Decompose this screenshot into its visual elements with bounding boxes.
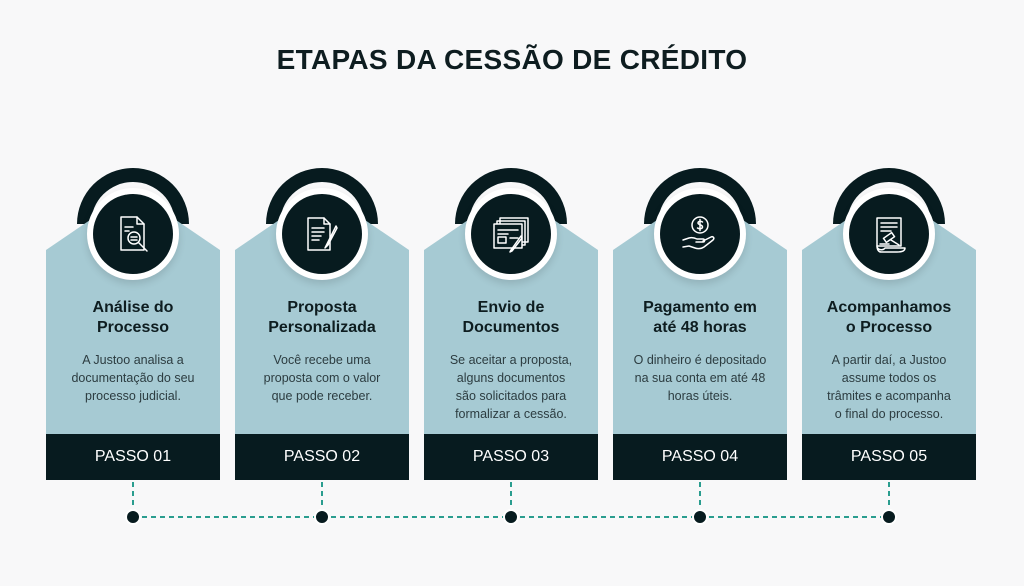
timeline-dot bbox=[314, 509, 330, 525]
arc-decoration bbox=[644, 168, 756, 224]
step-description: Se aceitar a proposta, alguns documentos… bbox=[449, 353, 573, 421]
step-card: Acompanhamos o Processo A partir daí, a … bbox=[802, 150, 976, 482]
step-icon-circle bbox=[471, 194, 551, 274]
step-description: A Justoo analisa a documentação do seu p… bbox=[71, 353, 195, 403]
step-card: Envio de Documentos Se aceitar a propost… bbox=[424, 150, 598, 482]
documents-stack-icon bbox=[493, 217, 529, 253]
hand-coin-icon bbox=[682, 216, 715, 250]
arc-decoration bbox=[455, 168, 567, 224]
step-icon-circle bbox=[93, 194, 173, 274]
step-card-body bbox=[802, 250, 976, 434]
step-card: Pagamento em até 48 horas O dinheiro é d… bbox=[613, 150, 787, 482]
step-title: Pagamento em até 48 horas bbox=[643, 299, 757, 336]
step-title: Envio de Documentos bbox=[462, 299, 560, 336]
step-card-body bbox=[46, 250, 220, 434]
timeline-dot bbox=[881, 509, 897, 525]
document-pen-icon bbox=[307, 217, 338, 251]
step-number-label: PASSO 01 bbox=[46, 434, 220, 480]
arc-decoration bbox=[266, 168, 378, 224]
step-icon-circle bbox=[282, 194, 362, 274]
timeline-dot bbox=[503, 509, 519, 525]
step-icon-circle bbox=[849, 194, 929, 274]
arc-decoration bbox=[833, 168, 945, 224]
step-number-label: PASSO 03 bbox=[424, 434, 598, 480]
step-description: O dinheiro é depositado na sua conta em … bbox=[633, 353, 767, 403]
step-number-label: PASSO 02 bbox=[235, 434, 409, 480]
step-card-body bbox=[235, 250, 409, 434]
step-description: Você recebe uma proposta com o valor que… bbox=[263, 353, 381, 403]
arc-decoration bbox=[77, 168, 189, 224]
step-number-label: PASSO 04 bbox=[613, 434, 787, 480]
document-search-icon bbox=[120, 216, 148, 252]
timeline-dot bbox=[125, 509, 141, 525]
step-card: Análise do Processo A Justoo analisa a d… bbox=[46, 150, 220, 482]
step-number-label: PASSO 05 bbox=[802, 434, 976, 480]
step-title: Proposta Personalizada bbox=[268, 299, 376, 336]
step-card: Proposta Personalizada Você recebe uma p… bbox=[235, 150, 409, 482]
document-gavel-icon bbox=[876, 217, 906, 253]
page-title: ETAPAS DA CESSÃO DE CRÉDITO bbox=[276, 44, 748, 75]
step-card-body bbox=[424, 250, 598, 434]
step-card-body bbox=[613, 250, 787, 434]
step-title: Acompanhamos o Processo bbox=[826, 299, 952, 336]
step-icon-circle bbox=[660, 194, 740, 274]
timeline-dot bbox=[692, 509, 708, 525]
step-title: Análise do Processo bbox=[92, 299, 174, 336]
step-description: A partir daí, a Justoo assume todos os t… bbox=[827, 353, 951, 421]
